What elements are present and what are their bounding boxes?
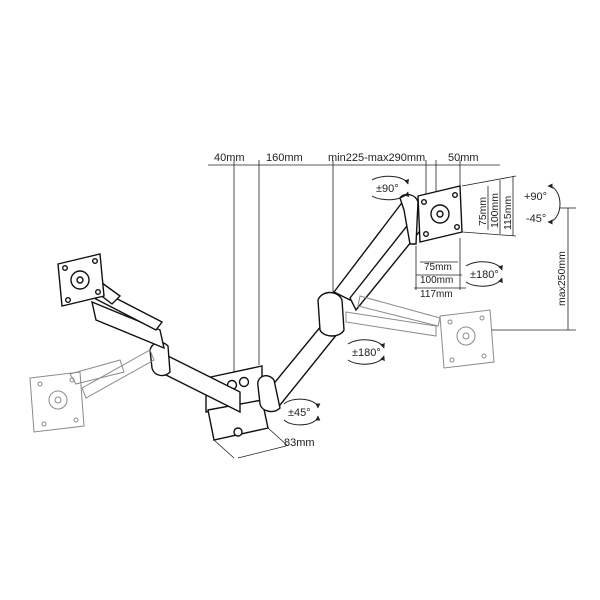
dim-160mm: 160mm (266, 152, 303, 164)
top-dimension-lines (208, 160, 500, 372)
vesa-h-100: 100mm (420, 275, 453, 286)
rotation-arrows (283, 175, 561, 426)
right-ghost-plate (345, 295, 495, 369)
vesa-dimension-lines (414, 175, 517, 290)
depth-83mm: 83mm (284, 437, 315, 449)
dim-40mm: 40mm (214, 152, 245, 164)
height-dimension (492, 207, 576, 331)
vesa-v-115: 115mm (502, 196, 514, 230)
left-ghost-plate (29, 349, 155, 433)
right-vesa-plate (417, 185, 463, 243)
dim-50mm: 50mm (448, 152, 479, 164)
vesa-v-75: 75mm (477, 197, 489, 226)
rotation-head-180: ±180° (470, 269, 499, 281)
rotation-top-90: ±90° (376, 183, 399, 195)
rotation-arm-180: ±180° (352, 347, 381, 359)
vesa-h-75: 75mm (424, 262, 452, 273)
vesa-h-117: 117mm (420, 289, 453, 300)
depth-dimension (213, 427, 289, 459)
left-arm (88, 278, 241, 414)
tilt-up-label: +90° (524, 191, 547, 203)
right-arm (257, 193, 425, 413)
rotation-base-45: ±45° (288, 407, 311, 419)
tilt-down-label: -45° (526, 213, 546, 225)
dim-extension-range: min225-max290mm (328, 152, 425, 164)
max-height-label: max250mm (556, 251, 568, 306)
left-vesa-plate (57, 253, 105, 307)
vesa-v-100: 100mm (489, 193, 501, 228)
